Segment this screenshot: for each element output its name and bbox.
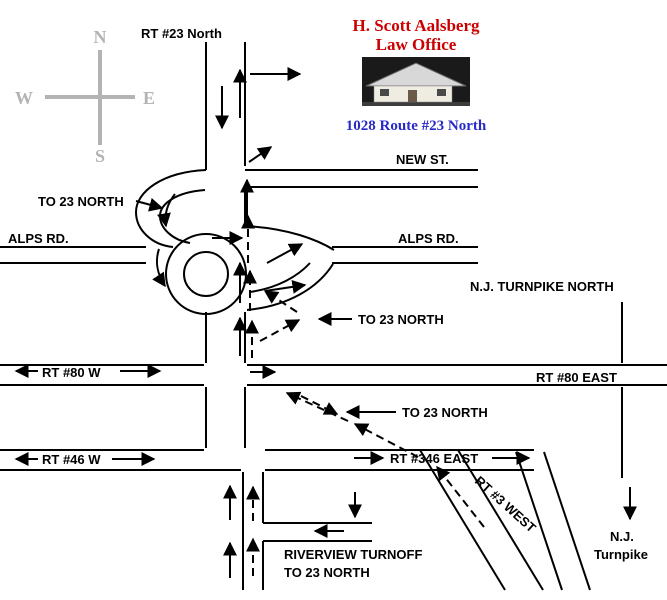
office-name-line1: H. Scott Aalsberg [352,16,480,35]
label-alps-rd-east: ALPS RD. [398,231,459,246]
roads [0,42,667,591]
label-riverview-line2: TO 23 NORTH [284,565,370,580]
arrow-ramp-northeast [266,243,304,264]
route-branch-northeast [259,319,301,342]
compass-west-label: W [15,88,33,108]
compass-rose: N W E S [15,27,155,166]
road-rt3-right-edge [457,449,544,591]
label-rt23-north: RT #23 North [141,26,222,41]
office-address: 1028 Route #23 North [346,118,487,134]
map-labels: RT #23 North NEW ST. TO 23 NORTH ALPS RD… [8,26,648,580]
arrow-into-ramp [135,197,164,212]
arrow-northeast-small [248,146,273,163]
ramp-east-inner [249,262,311,293]
label-nj-turnpike-bottom-line1: N.J. [610,529,634,544]
arrow-loop-down [152,248,166,288]
office-header: H. Scott Aalsberg Law Office 1028 Route … [346,16,487,134]
arrow-ramp-east [264,279,307,294]
route-diagonal-b [285,391,349,422]
label-rt46-west: RT #46 W [42,452,101,467]
label-rt3-west: RT #3 WEST [472,473,539,535]
label-rt346-east: RT #346 EAST [390,451,478,466]
compass-north-label: N [94,27,107,47]
dashed-route [241,214,485,576]
road-rt3-left-edge [419,449,506,591]
ramp-east-lower [246,263,334,311]
route-branch-return [263,290,298,313]
label-nj-turnpike-bottom-line2: Turnpike [594,547,648,562]
label-alps-rd-west: ALPS RD. [8,231,69,246]
route-diagonal-a [353,423,419,458]
ramp-to23-outer [134,169,207,248]
compass-east-label: E [143,88,155,108]
label-new-st: NEW ST. [396,152,449,167]
compass-south-label: S [95,146,105,166]
traffic-arrows [14,67,637,578]
photo-house-door [408,90,417,102]
cloverleaf-loop-outer [165,233,247,315]
road-turnpike-ramp-right [543,451,591,591]
label-to23-lower: TO 23 NORTH [402,405,488,420]
office-building-photo [362,57,470,106]
photo-ground [362,102,470,106]
photo-house-window-right [437,89,446,96]
route-diagonal-return [300,395,339,415]
photo-house-window-left [380,89,389,96]
cloverleaf-loop-inner [183,251,229,297]
ramp-east-upper [244,225,335,251]
label-rt80-east: RT #80 EAST [536,370,617,385]
road-turnpike-ramp-left [515,451,563,591]
label-riverview-line1: RIVERVIEW TURNOFF [284,547,422,562]
label-to23-mid: TO 23 NORTH [358,312,444,327]
label-nj-turnpike-north: N.J. TURNPIKE NORTH [470,279,614,294]
label-rt80-west: RT #80 W [42,365,101,380]
label-to23-ramp: TO 23 NORTH [38,194,124,209]
office-name-line2: Law Office [376,35,457,54]
arrow-ramp-down [157,193,176,228]
